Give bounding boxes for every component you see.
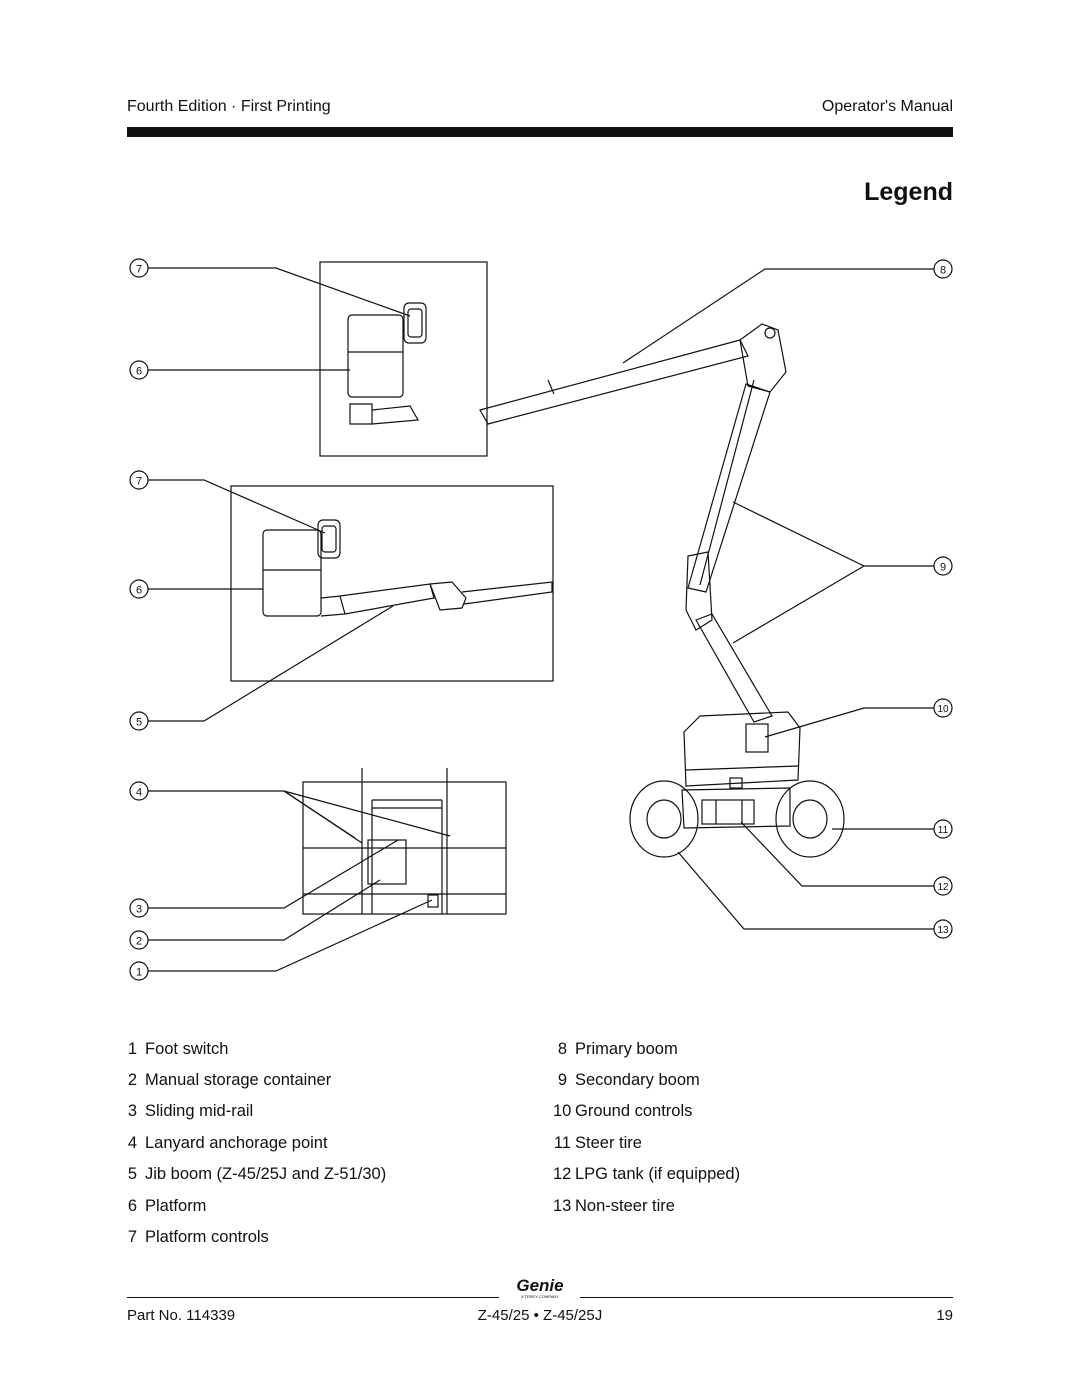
leader-lines xyxy=(148,267,934,972)
svg-text:6: 6 xyxy=(136,366,142,378)
callout-marker: 8 xyxy=(933,259,953,279)
svg-text:13: 13 xyxy=(937,925,949,936)
callout-group-left: 7 6 7 6 5 4 3 2 1 xyxy=(129,258,149,981)
legend-item: 3 Sliding mid-rail xyxy=(127,1102,253,1121)
legend-item: 6 Platform xyxy=(127,1197,207,1216)
genie-logo: Genie A TEREX COMPANY xyxy=(516,1276,563,1299)
legend-item-label: Secondary boom xyxy=(575,1071,700,1089)
platform-railing xyxy=(302,768,507,915)
svg-text:5: 5 xyxy=(136,717,142,729)
svg-text:11: 11 xyxy=(938,825,949,836)
footer-rule-left xyxy=(127,1297,499,1298)
svg-text:7: 7 xyxy=(136,476,142,488)
header-rule xyxy=(127,127,953,137)
callout-marker: 9 xyxy=(933,556,953,576)
callout-marker: 13 xyxy=(933,919,953,939)
legend-item-number: 2 xyxy=(127,1071,137,1089)
callout-marker: 7 xyxy=(129,470,149,490)
legend-item-number: 4 xyxy=(127,1134,137,1152)
svg-text:6: 6 xyxy=(136,585,142,597)
legend-item-label: Manual storage container xyxy=(145,1071,332,1089)
svg-text:Genie: Genie xyxy=(516,1276,563,1295)
legend-item-label: Sliding mid-rail xyxy=(145,1102,254,1120)
footer-part-number: Part No. 114339 xyxy=(127,1307,236,1324)
legend-item-number: 11 xyxy=(553,1134,571,1152)
legend-item: 7 Platform controls xyxy=(127,1228,269,1247)
callout-marker: 6 xyxy=(129,579,149,599)
legend-item-number: 8 xyxy=(557,1040,567,1058)
callout-marker: 7 xyxy=(129,258,149,278)
svg-text:9: 9 xyxy=(940,562,946,574)
callout-marker: 2 xyxy=(129,930,149,950)
callout-group-right: 8 9 10 11 12 13 xyxy=(933,259,953,939)
footer-rule-right xyxy=(580,1297,953,1298)
legend-item-number: 5 xyxy=(127,1165,137,1183)
svg-text:8: 8 xyxy=(940,265,946,277)
inset-platform-top xyxy=(319,261,488,457)
legend-item: 5 Jib boom (Z-45/25J and Z-51/30) xyxy=(127,1165,386,1184)
svg-text:10: 10 xyxy=(937,704,949,715)
legend-item: 1 Foot switch xyxy=(127,1040,229,1059)
legend-item-label: Platform xyxy=(145,1197,207,1215)
legend-item: 4 Lanyard anchorage point xyxy=(127,1134,328,1153)
legend-item-label: Ground controls xyxy=(575,1102,693,1120)
legend-item-number: 6 xyxy=(127,1197,137,1215)
legend-item-number: 9 xyxy=(557,1071,567,1089)
legend-item-label: Non-steer tire xyxy=(575,1197,675,1215)
legend-item: 2 Manual storage container xyxy=(127,1071,331,1090)
legend-item-number: 1 xyxy=(127,1040,137,1058)
footer-model: Z-45/25 • Z-45/25J xyxy=(477,1307,603,1324)
svg-text:12: 12 xyxy=(937,882,949,893)
svg-text:4: 4 xyxy=(136,787,142,799)
callout-marker: 4 xyxy=(129,781,149,801)
callout-marker: 5 xyxy=(129,711,149,731)
inset-platform-jib xyxy=(230,485,554,682)
legend-item-number: 12 xyxy=(553,1165,572,1183)
legend-item-label: Platform controls xyxy=(145,1228,269,1246)
legend-item-label: Primary boom xyxy=(575,1040,678,1058)
legend-item-number: 3 xyxy=(127,1102,137,1120)
callout-marker: 6 xyxy=(129,360,149,380)
boom-lift-illustration xyxy=(479,323,845,858)
legend-item-label: Steer tire xyxy=(575,1134,642,1152)
svg-text:7: 7 xyxy=(136,264,142,276)
header-edition: Fourth Edition · First Printing xyxy=(127,98,331,115)
legend-item-label: Lanyard anchorage point xyxy=(145,1134,328,1152)
legend-item-label: Jib boom (Z-45/25J and Z-51/30) xyxy=(145,1165,387,1183)
legend-item: 8 Primary boom xyxy=(553,1040,678,1059)
callout-marker: 1 xyxy=(129,961,149,981)
callout-marker: 11 xyxy=(933,819,953,839)
svg-text:2: 2 xyxy=(136,936,142,948)
legend-item: 9 Secondary boom xyxy=(553,1071,700,1090)
svg-text:3: 3 xyxy=(136,904,142,916)
legend-item-number: 10 xyxy=(553,1102,572,1120)
page-number: 19 xyxy=(936,1307,953,1324)
legend-item-label: LPG tank (if equipped) xyxy=(575,1165,741,1183)
legend-item-label: Foot switch xyxy=(145,1040,229,1058)
page-title: Legend xyxy=(864,178,953,206)
svg-text:1: 1 xyxy=(136,967,142,979)
header-manual-title: Operator's Manual xyxy=(821,98,953,115)
svg-text:A TEREX COMPANY: A TEREX COMPANY xyxy=(521,1294,559,1299)
callout-marker: 3 xyxy=(129,898,149,918)
legend-item-number: 7 xyxy=(127,1228,137,1246)
callout-marker: 12 xyxy=(933,876,953,896)
legend-item-number: 13 xyxy=(553,1197,572,1215)
callout-marker: 10 xyxy=(933,698,953,718)
